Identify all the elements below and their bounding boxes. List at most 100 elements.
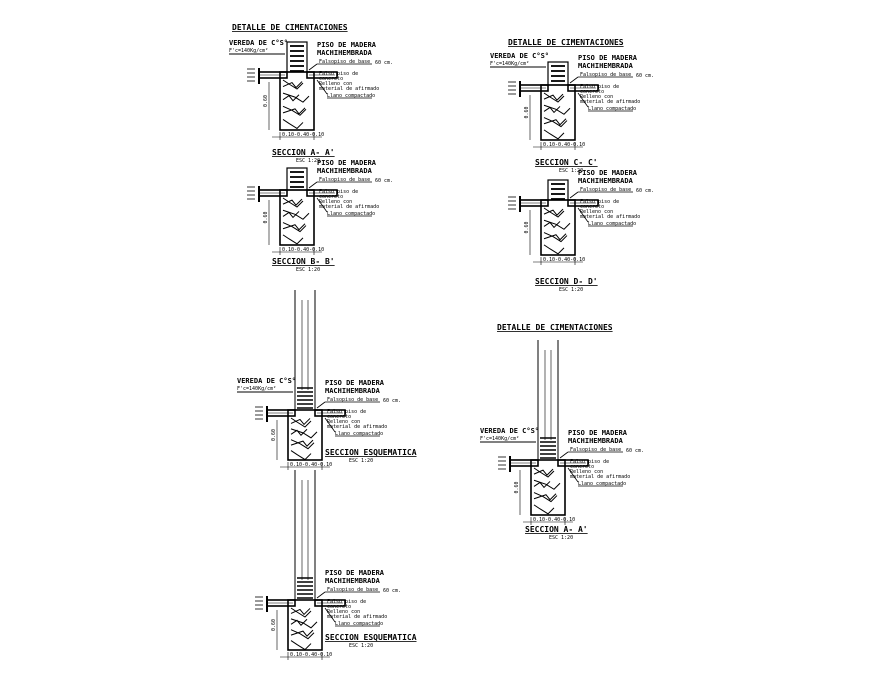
stone-fill (282, 197, 310, 245)
leader-line (308, 63, 318, 71)
section-scale: ESC 1:20 (296, 267, 320, 273)
concrete-strength: F'c=140Kg/cm² (490, 61, 529, 67)
sidewalk-label: VEREDA DE C°S° (237, 377, 296, 385)
right-slab (314, 599, 346, 607)
width-label: 0.10-0.40-0.10 (290, 462, 332, 468)
right-slab (314, 409, 346, 417)
leader-line (569, 191, 579, 199)
section-scale: ESC 1:20 (349, 458, 373, 464)
fill-label: Falso piso de (580, 84, 619, 90)
depth-label: 0.60 (524, 221, 530, 233)
fill-label: material de afirmado (327, 424, 387, 430)
floor-label: PISO DE MADERA (317, 41, 377, 49)
subfloor-dim: 60 cm. (375, 60, 393, 66)
compacted-label: Llano compactado (327, 93, 375, 99)
concrete-strength: F'c=140Kg/cm² (229, 48, 268, 54)
subfloor-label: Falsopiso de base (570, 447, 621, 453)
floor-label-2: MACHIHEMBRADA (578, 177, 634, 185)
width-label: 0.10-0.40-0.10 (290, 652, 332, 658)
footing-detail-c: DETALLE DE CIMENTACIONES0.600.10-0.40-0.… (490, 38, 654, 174)
fill-label: Relleno con (570, 469, 603, 475)
floor-label-2: MACHIHEMBRADA (568, 437, 624, 445)
compacted-label: Llano compactado (578, 481, 626, 487)
fill-label: material de afirmado (319, 204, 379, 210)
fill-label: Falso piso de (327, 409, 366, 415)
fill-label: concreto (580, 89, 604, 95)
section-title: SECCION A- A' (525, 525, 588, 534)
fill-label: concreto (327, 604, 351, 610)
subfloor-label: Falsopiso de base (327, 587, 378, 593)
fill-label: Relleno con (580, 94, 613, 100)
stone-fill (533, 467, 561, 515)
section-scale: ESC 1:20 (559, 287, 583, 293)
subfloor-dim: 60 cm. (636, 188, 654, 194)
section-title: SECCION ESQUEMATICA (325, 448, 417, 457)
column-block (547, 179, 569, 201)
section-scale: ESC 1:20 (296, 158, 320, 164)
stone-fill (543, 207, 571, 255)
footing-trench (279, 189, 315, 246)
fill-label: material de afirmado (327, 614, 387, 620)
fill-label: material de afirmado (580, 214, 640, 220)
concrete-strength: F'c=140Kg/cm² (237, 386, 276, 392)
fill-label: Relleno con (319, 81, 352, 87)
subfloor-label: Falsopiso de base (580, 72, 631, 78)
fill-label: Relleno con (319, 199, 352, 205)
floor-label-2: MACHIHEMBRADA (325, 577, 381, 585)
fill-label: concreto (580, 204, 604, 210)
depth-label: 0.60 (271, 429, 277, 441)
fill-label: Falso piso de (570, 459, 609, 465)
floor-label: PISO DE MADERA (578, 54, 638, 62)
footing-trench (540, 84, 576, 141)
depth-label: 0.60 (263, 211, 269, 223)
width-label: 0.10-0.40-0.10 (533, 517, 575, 523)
width-label: 0.10-0.40-0.10 (282, 132, 324, 138)
fill-label: Relleno con (327, 419, 360, 425)
footing-trench (279, 71, 315, 131)
leader-line (316, 401, 326, 409)
compacted-label: Llano compactado (335, 621, 383, 627)
section-scale: ESC 1:20 (549, 535, 573, 541)
leader-line (559, 451, 569, 459)
floor-label: PISO DE MADERA (568, 429, 628, 437)
fill-label: concreto (319, 194, 343, 200)
subfloor-label: Falsopiso de base (327, 397, 378, 403)
leader-line (577, 92, 589, 108)
depth-label: 0.60 (524, 106, 530, 118)
section-scale: ESC 1:20 (559, 168, 583, 174)
compacted-label: Llano compactado (588, 106, 636, 112)
detail-title: DETALLE DE CIMENTACIONES (497, 323, 613, 332)
leader-line (316, 197, 328, 213)
compacted-label: Llano compactado (588, 221, 636, 227)
fill-label: material de afirmado (570, 474, 630, 480)
depth-label: 0.60 (514, 481, 520, 493)
leader-line (316, 79, 328, 95)
fill-label: Falso piso de (319, 189, 358, 195)
width-label: 0.10-0.40-0.10 (543, 142, 585, 148)
fill-label: Relleno con (327, 609, 360, 615)
section-title: SECCION A- A' (272, 148, 335, 157)
footing-detail-a: DETALLE DE CIMENTACIONES0.600.10-0.40-0.… (229, 23, 393, 164)
leader-line (324, 607, 336, 623)
stone-fill (290, 607, 318, 651)
footing-trench (540, 199, 576, 256)
leader-line (569, 76, 579, 84)
fill-label: concreto (570, 464, 594, 470)
leader-line (577, 207, 589, 223)
section-title: SECCION D- D' (535, 277, 598, 286)
fill-label: material de afirmado (580, 99, 640, 105)
fill-label: material de afirmado (319, 86, 379, 92)
compacted-label: Llano compactado (327, 211, 375, 217)
sidewalk-label: VEREDA DE C°S° (480, 427, 539, 435)
fill-label: Relleno con (580, 209, 613, 215)
floor-label: PISO DE MADERA (578, 169, 638, 177)
floor-label-2: MACHIHEMBRADA (317, 49, 373, 57)
right-slab (306, 71, 338, 79)
stone-fill (543, 92, 571, 140)
concrete-strength: F'c=140Kg/cm² (480, 436, 519, 442)
sidewalk-label: VEREDA DE C°S° (490, 52, 549, 60)
width-label: 0.10-0.40-0.10 (543, 257, 585, 263)
